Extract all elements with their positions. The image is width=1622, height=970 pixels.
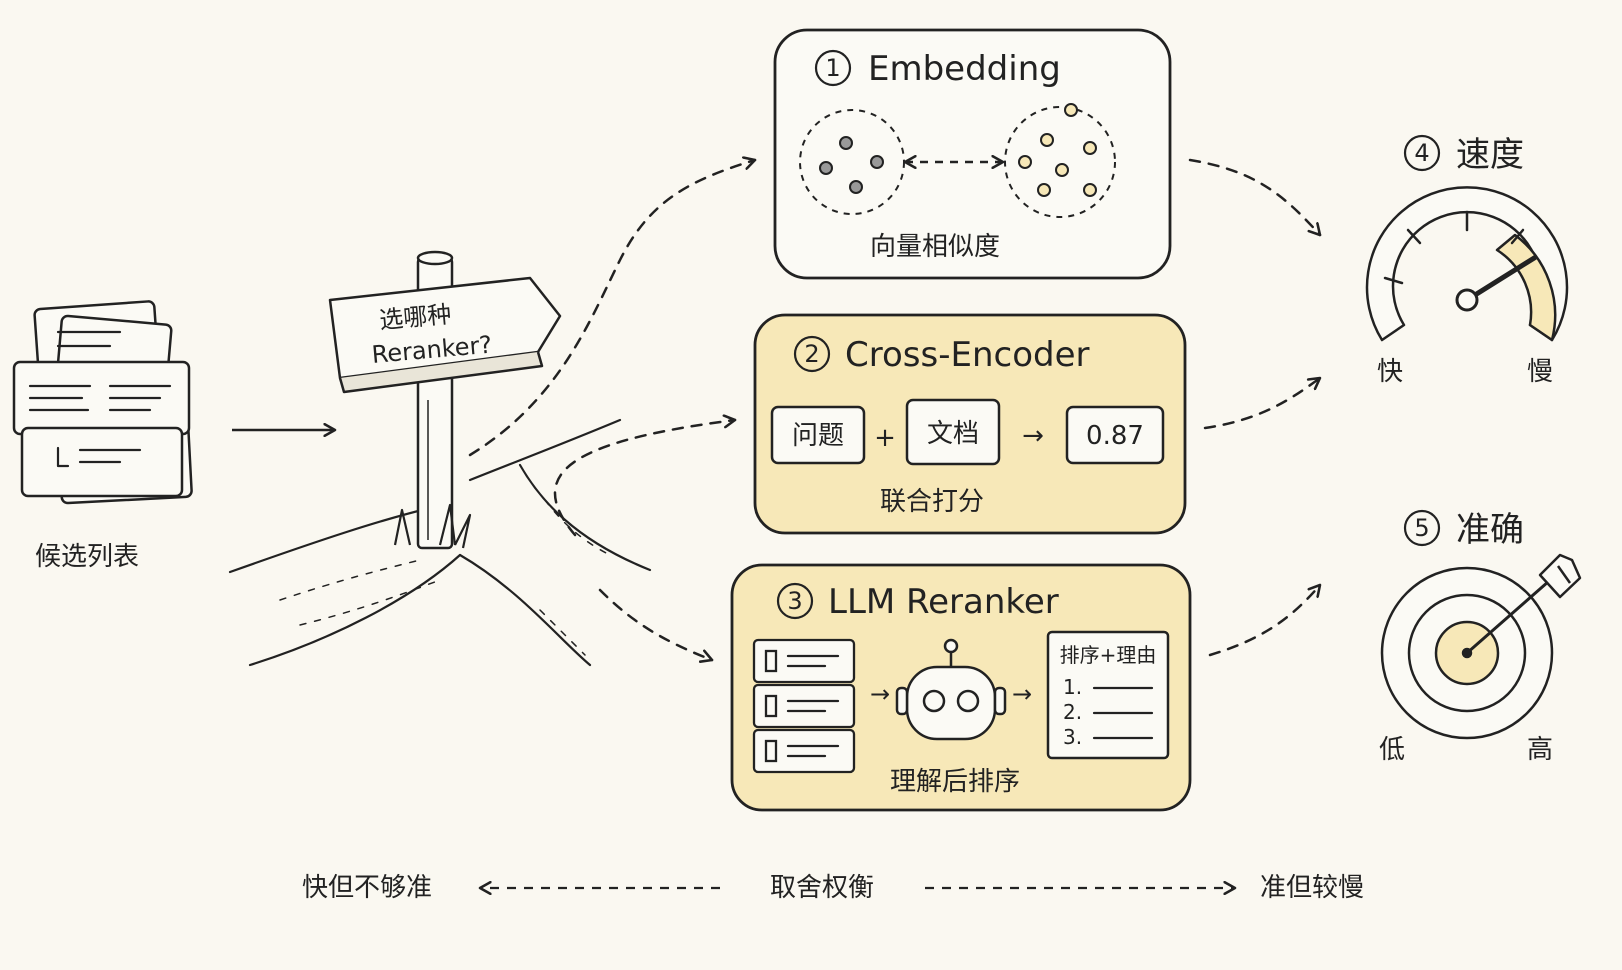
speed-section: 4 速度 快 慢 [1365,134,1569,387]
score-arrow: → [1022,421,1044,451]
embedding-panel: 1 Embedding 向量相似度 [773,28,1172,280]
arrow-llm-to-accuracy [1208,585,1320,657]
cross-encoder-panel: 2 Cross-Encoder 问题 + 文档 → 0.87 联合打分 [753,313,1187,535]
rank-item-3: 3. [1063,725,1082,749]
target-icon [1380,553,1582,740]
llm-reranker-caption: 理解后排序 [890,767,1020,797]
tradeoff-scale: 快但不够准 取舍权衡 准但较慢 [302,873,1364,903]
arrow-to-embedding [468,160,755,457]
cross-encoder-caption: 联合打分 [880,487,984,517]
embedding-title: Embedding [868,49,1061,89]
accuracy-high-label: 高 [1527,735,1553,765]
speed-needle [1464,255,1538,303]
embedding-caption: 向量相似度 [870,232,1000,262]
arrow-to-cross-encoder [553,420,735,537]
speed-fast-label: 快 [1377,357,1403,387]
rank-item-1: 1. [1063,675,1082,699]
document-vector-cluster [1004,106,1116,218]
arrow-to-llm-reranker [598,588,712,660]
tradeoff-center-label: 取舍权衡 [770,873,874,903]
document-label: 文档 [927,419,979,449]
tradeoff-left-label: 快但不够准 [302,873,432,903]
llm-reranker-panel: 3 LLM Reranker → → 排序+理由 1. 2. [730,563,1192,812]
speedometer-icon [1365,186,1569,342]
embedding-number: 1 [825,54,840,82]
accuracy-number: 5 [1414,514,1429,542]
signpost-icon [328,250,562,550]
llm-output-arrow: → [1012,680,1032,708]
speed-slow-label: 慢 [1527,357,1553,387]
ranked-output-title: 排序+理由 [1060,643,1157,667]
candidate-list-label: 候选列表 [35,542,139,572]
llm-input-arrow: → [870,680,890,708]
query-label: 问题 [792,421,844,451]
llm-reranker-number: 3 [787,587,802,615]
ranked-output-card [1046,630,1170,760]
robot-icon [895,638,1007,741]
signpost-question-line1: 选哪种 [378,300,452,334]
accuracy-section: 5 准确 低 高 [1379,509,1582,765]
tradeoff-right-label: 准但较慢 [1260,873,1364,903]
plus-sign: + [874,423,896,453]
relevance-score: 0.87 [1086,421,1144,451]
candidate-docs-icon [752,638,856,774]
arrow-cross-encoder-to-speed [1203,378,1320,430]
accuracy-title: 准确 [1456,510,1524,550]
speed-title: 速度 [1456,135,1524,175]
rank-item-2: 2. [1063,700,1082,724]
document-stack-icon [12,300,193,505]
arrow-embedding-to-speed [1188,158,1320,235]
cross-encoder-title: Cross-Encoder [845,335,1089,375]
speed-number: 4 [1414,139,1429,167]
accuracy-low-label: 低 [1379,735,1405,765]
llm-reranker-title: LLM Reranker [828,582,1059,622]
cross-encoder-number: 2 [804,340,819,368]
